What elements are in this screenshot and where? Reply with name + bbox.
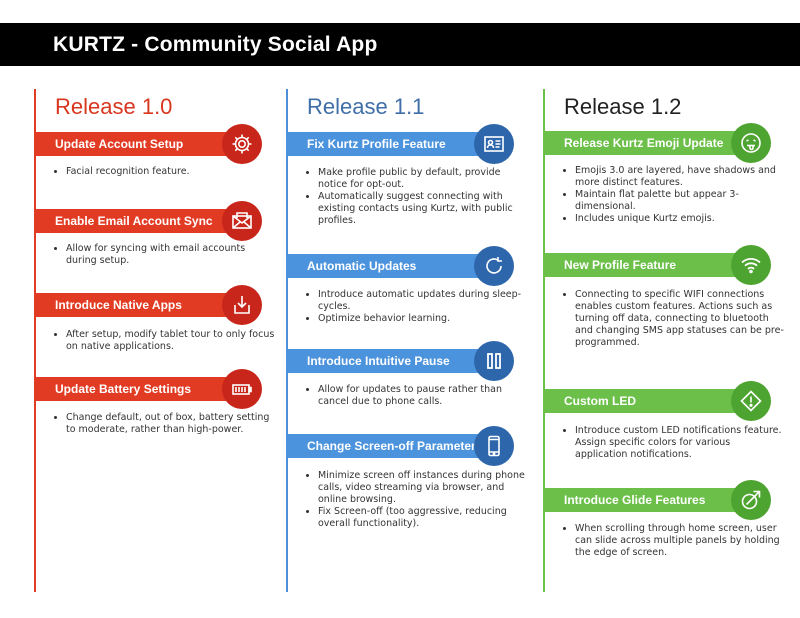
release-column-1-2: Release 1.2 Release Kurtz Emoji Update E…	[543, 89, 785, 592]
item-bullets: Minimize screen off instances during pho…	[306, 470, 528, 530]
bullet-text: When scrolling through home screen, user…	[575, 523, 785, 559]
item-title: Automatic Updates	[307, 259, 417, 273]
item-bullets: Introduce custom LED notifications featu…	[563, 425, 785, 461]
item-title: Enable Email Account Sync	[55, 214, 213, 228]
column-divider	[34, 89, 36, 592]
header-bar: KURTZ - Community Social App	[0, 23, 800, 66]
item-header-band: Change Screen-off Parameters	[286, 434, 486, 458]
bullet-text: Connecting to specific WIFI connections …	[575, 289, 785, 349]
item-title: Introduce Glide Features	[564, 493, 706, 507]
item-title: Update Battery Settings	[55, 382, 192, 396]
item-title: Change Screen-off Parameters	[307, 439, 483, 453]
bullet-text: Change default, out of box, battery sett…	[66, 412, 276, 436]
bullet-text: Make profile public by default, provide …	[318, 167, 528, 191]
refresh-icon	[474, 246, 514, 286]
item-header-band: Fix Kurtz Profile Feature	[286, 132, 486, 156]
id-card-icon	[474, 124, 514, 164]
bullet-text: Emojis 3.0 are layered, have shadows and…	[575, 165, 785, 189]
bullet-text: Includes unique Kurtz emojis.	[575, 213, 785, 225]
bullet-text: Allow for syncing with email accounts du…	[66, 243, 276, 267]
item-title: Introduce Intuitive Pause	[307, 354, 450, 368]
bullet-text: Allow for updates to pause rather than c…	[318, 384, 528, 408]
item-title: Update Account Setup	[55, 137, 184, 151]
pause-icon	[474, 341, 514, 381]
download-icon	[222, 285, 262, 325]
item-header-band: Introduce Intuitive Pause	[286, 349, 486, 373]
item-bullets: Allow for syncing with email accounts du…	[54, 243, 276, 267]
item-header-band: Update Account Setup	[34, 132, 234, 156]
item-header-band: Introduce Glide Features	[543, 488, 743, 512]
release-column-1-0: Release 1.0 Update Account Setup Facial …	[34, 89, 274, 592]
bullet-text: Facial recognition feature.	[66, 166, 276, 178]
item-header-band: Introduce Native Apps	[34, 293, 234, 317]
page-title: KURTZ - Community Social App	[53, 33, 378, 56]
column-divider	[543, 89, 545, 592]
item-title: New Profile Feature	[564, 258, 677, 272]
envelope-icon	[222, 201, 262, 241]
item-header-band: New Profile Feature	[543, 253, 743, 277]
item-header-band: Enable Email Account Sync	[34, 209, 234, 233]
bullet-text: Automatically suggest connecting with ex…	[318, 191, 528, 227]
item-bullets: Facial recognition feature.	[54, 166, 276, 178]
emoji-icon	[731, 123, 771, 163]
arrow-circle-icon	[731, 480, 771, 520]
item-header-band: Automatic Updates	[286, 254, 486, 278]
item-title: Release Kurtz Emoji Update	[564, 136, 724, 150]
item-title: Fix Kurtz Profile Feature	[307, 137, 446, 151]
bullet-text: Optimize behavior learning.	[318, 313, 528, 325]
item-bullets: After setup, modify tablet tour to only …	[54, 329, 276, 353]
gear-icon	[222, 124, 262, 164]
item-header-band: Custom LED	[543, 389, 743, 413]
item-title: Introduce Native Apps	[55, 298, 182, 312]
item-header-band: Release Kurtz Emoji Update	[543, 131, 743, 155]
bullet-text: Fix Screen-off (too aggressive, reducing…	[318, 506, 528, 530]
bullet-text: Introduce automatic updates during sleep…	[318, 289, 528, 313]
wifi-icon	[731, 245, 771, 285]
item-bullets: Allow for updates to pause rather than c…	[306, 384, 528, 408]
alert-diamond-icon	[731, 381, 771, 421]
release-title: Release 1.0	[55, 94, 173, 119]
item-bullets: When scrolling through home screen, user…	[563, 523, 785, 559]
bullet-text: Introduce custom LED notifications featu…	[575, 425, 785, 461]
release-title: Release 1.2	[564, 94, 682, 119]
release-column-1-1: Release 1.1 Fix Kurtz Profile Feature Ma…	[286, 89, 526, 592]
phone-icon	[474, 426, 514, 466]
item-bullets: Make profile public by default, provide …	[306, 167, 528, 227]
column-divider	[286, 89, 288, 592]
item-bullets: Change default, out of box, battery sett…	[54, 412, 276, 436]
item-title: Custom LED	[564, 394, 636, 408]
release-title: Release 1.1	[307, 94, 425, 119]
bullet-text: After setup, modify tablet tour to only …	[66, 329, 276, 353]
item-header-band: Update Battery Settings	[34, 377, 234, 401]
battery-icon	[222, 369, 262, 409]
item-bullets: Connecting to specific WIFI connections …	[563, 289, 785, 349]
item-bullets: Emojis 3.0 are layered, have shadows and…	[563, 165, 785, 225]
item-bullets: Introduce automatic updates during sleep…	[306, 289, 528, 325]
bullet-text: Minimize screen off instances during pho…	[318, 470, 528, 506]
bullet-text: Maintain flat palette but appear 3-dimen…	[575, 189, 785, 213]
